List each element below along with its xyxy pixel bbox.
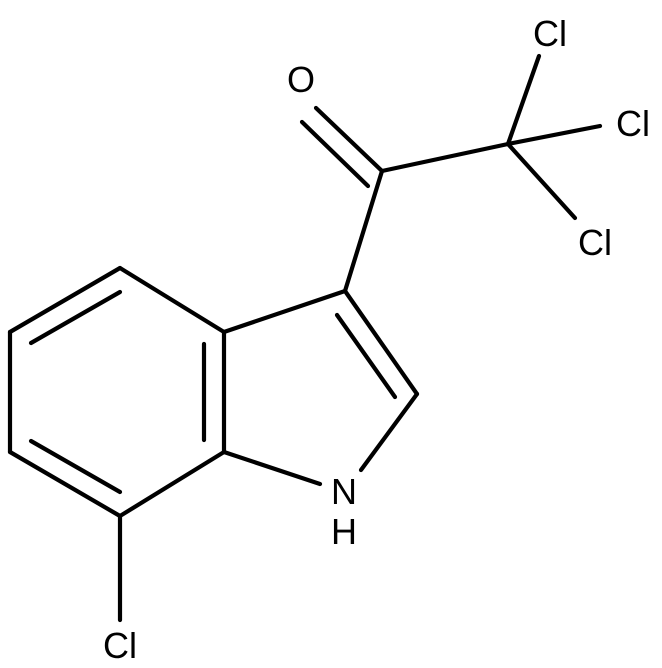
bond-ccl3-cl-lower (505, 141, 578, 221)
chlorine-ring-label: Cl (103, 625, 137, 666)
bond-c2-n1 (358, 391, 420, 473)
bond-carbonyl-o (313, 105, 385, 174)
bond-c6-c7-inner (28, 438, 123, 495)
bond-c3-c2 (342, 288, 420, 397)
bond-c3a-c4 (117, 265, 227, 335)
bond-carbonyl-o-double (299, 119, 371, 189)
bond-n1-c7a (221, 449, 323, 487)
nitrogen-label: N (331, 471, 357, 512)
chlorine-top-label: Cl (533, 13, 567, 54)
bond-c3a-c3 (221, 288, 348, 335)
oxygen-label: O (287, 59, 315, 100)
bond-c3-c2-inner (334, 312, 398, 400)
bond-c6-c7 (7, 449, 123, 519)
bond-c7-c7a (117, 449, 227, 519)
chlorine-lower-label: Cl (578, 222, 612, 263)
bond-c4-c5-inner (28, 289, 123, 346)
chlorine-right-label: Cl (616, 103, 650, 144)
bond-c3-carbonyl (342, 168, 385, 294)
bond-carbonyl-ccl3 (379, 141, 511, 174)
bond-ccl3-cl-right (505, 123, 603, 147)
hydrogen-label: H (331, 511, 357, 552)
bond-c4-c5 (7, 265, 123, 335)
bond-ccl3-cl-top (505, 53, 542, 147)
